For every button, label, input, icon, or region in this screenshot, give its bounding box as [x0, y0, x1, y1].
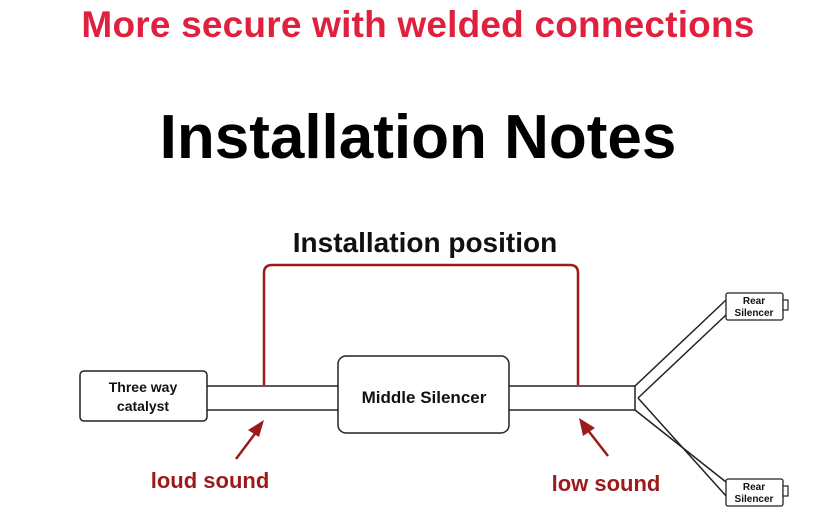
three-way-catalyst-box	[79, 370, 208, 422]
rear-silencer-bottom-label-line1: Rear	[743, 482, 765, 493]
low-sound-label: low sound	[552, 471, 661, 496]
rear-silencer-top-label-line1: Rear	[743, 296, 765, 307]
right-pipe	[507, 385, 636, 411]
middle-silencer-box	[337, 355, 510, 434]
left-pipe	[205, 385, 340, 411]
three-way-catalyst-label-line2: catalyst	[117, 398, 169, 414]
middle-silencer-label: Middle Silencer	[362, 388, 487, 407]
installation-position-label: Installation position	[293, 227, 557, 258]
rear-silencer-top-label-line2: Silencer	[735, 308, 774, 319]
three-way-catalyst-label-line1: Three way	[109, 379, 178, 395]
rear-silencer-bottom-tip	[782, 485, 789, 497]
page-title: Installation Notes	[159, 103, 677, 172]
loud-sound-arrow	[235, 420, 264, 460]
installation-span-bracket	[262, 263, 580, 385]
loud-sound-label: loud sound	[151, 468, 270, 493]
rear-silencer-bottom-label-line2: Silencer	[735, 494, 774, 505]
rear-silencer-top-tip	[782, 299, 789, 311]
low-sound-arrow	[579, 418, 609, 457]
headline: More secure with welded connections	[81, 4, 755, 45]
branch-pipes	[634, 299, 728, 498]
